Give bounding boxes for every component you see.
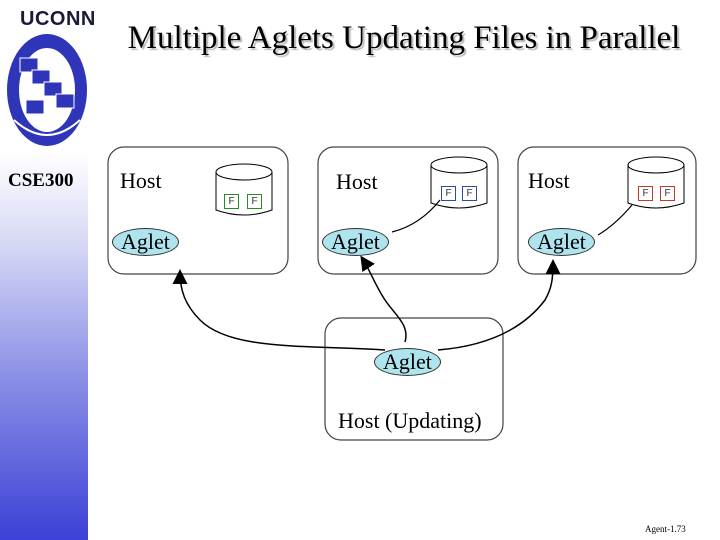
arrow-to-aglet-2: [360, 255, 407, 343]
host-label-2: Host: [336, 169, 378, 194]
aglet-1: Aglet: [112, 228, 179, 256]
file-3b: F: [660, 186, 675, 201]
course-label: CSE300: [8, 170, 74, 191]
slide-title: Multiple Aglets Updating Files in Parall…: [127, 20, 681, 56]
link-aglet-db-2: [391, 199, 441, 233]
cse-logo: [7, 34, 87, 146]
host-label-3: Host: [528, 168, 570, 193]
link-aglet-db-3: [597, 204, 633, 236]
file-2a: F: [441, 186, 456, 201]
page-number: Agent-1.73: [645, 524, 686, 534]
aglet-3: Aglet: [528, 228, 595, 256]
aglet-updating: Aglet: [374, 348, 441, 376]
arrow-to-aglet-3: [437, 259, 561, 351]
arrow-to-aglet-1: [172, 269, 386, 351]
database-3: [627, 156, 685, 209]
updating-host-label: Host (Updating): [338, 408, 482, 433]
file-2b: F: [462, 186, 477, 201]
file-3a: F: [638, 186, 653, 201]
file-1b: F: [247, 194, 262, 209]
file-1a: F: [224, 194, 239, 209]
uconn-logo-text: UCONN: [20, 8, 96, 30]
aglet-2: Aglet: [322, 228, 389, 256]
host-label-1: Host: [120, 168, 162, 193]
